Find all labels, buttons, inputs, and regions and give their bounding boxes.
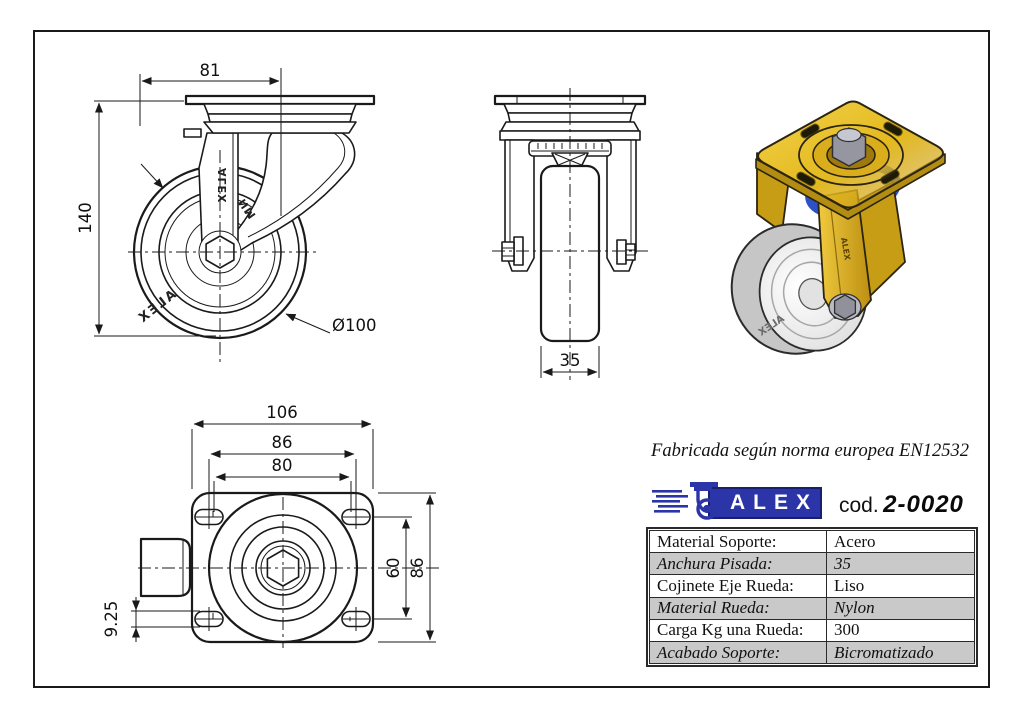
fork-decal: ALEX (216, 168, 229, 204)
view-side: ALEX ALEX NM 81 140 Ø100 (76, 61, 376, 362)
spec-value: 300 (826, 618, 975, 642)
view-front: 35 (492, 88, 648, 380)
dim-wheel-width: 35 (560, 351, 581, 370)
view-plate: 106 86 80 60 86 (102, 403, 440, 648)
spec-value: Liso (826, 574, 975, 598)
spec-row: Anchura Pisada: 35 (649, 552, 975, 576)
mount-plate-profile (184, 94, 376, 106)
spec-label: Material Soporte: (649, 529, 827, 554)
product-code: cod. 2-0020 (839, 491, 964, 519)
alex-logo-wordmark: ALEX (708, 487, 823, 519)
axle-bolt-3d (833, 294, 857, 320)
standard-note: Fabricada según norma europea EN12532 (651, 441, 969, 461)
plate-slot-3d (883, 121, 903, 137)
spec-label: Carga Kg una Rueda: (649, 618, 827, 642)
dim-plate-width: 86 (408, 558, 427, 579)
dim-total-height: 140 (76, 202, 95, 234)
spec-label: Material Rueda: (649, 596, 827, 620)
spec-row: Cojinete Eje Rueda: Liso (649, 574, 975, 598)
spec-value: 35 (826, 552, 975, 576)
spec-row: Material Rueda: Nylon (649, 596, 975, 620)
fork-rear-arm (229, 132, 356, 251)
brand-block: ALEX (650, 480, 823, 527)
spec-value: Acero (826, 529, 975, 554)
fork-decal-3d: ALEX (839, 237, 852, 262)
dim-hole-spacing-short: 60 (384, 558, 403, 579)
code-label: cod. (839, 494, 879, 517)
dim-swivel-radius: 81 (200, 61, 221, 80)
spec-row: Material Soporte: Acero (649, 529, 975, 554)
dim-hole-spacing-min: 80 (272, 456, 293, 475)
spec-table: Material Soporte: Acero Anchura Pisada: … (646, 527, 978, 668)
dim-plate-length: 106 (266, 403, 298, 422)
code-value: 2-0020 (883, 491, 964, 518)
plate-slot-3d (796, 171, 816, 187)
dim-wheel-diameter: Ø100 (332, 316, 376, 335)
dim-hole-spacing-max: 86 (272, 433, 293, 452)
spec-row: Acabado Soporte: Bicromatizado (649, 640, 975, 665)
drawing-border (33, 30, 990, 688)
spec-label: Acabado Soporte: (649, 640, 827, 665)
spec-value: Bicromatizado (826, 640, 975, 665)
spec-label: Cojinete Eje Rueda: (649, 574, 827, 598)
fork-leg-right (606, 139, 637, 272)
dim-slot-width: 9.25 (102, 601, 121, 638)
axle-nut-front (625, 243, 636, 261)
caster-3d-view: ALEX ALEX (730, 100, 946, 355)
alex-caster-logo-icon (650, 480, 724, 527)
spec-label: Anchura Pisada: (649, 552, 827, 576)
spec-value: Nylon (826, 596, 975, 620)
spec-row: Carga Kg una Rueda: 300 (649, 618, 975, 642)
plate-slot-3d (880, 169, 900, 185)
wheel-decal: ALEX (135, 287, 180, 327)
